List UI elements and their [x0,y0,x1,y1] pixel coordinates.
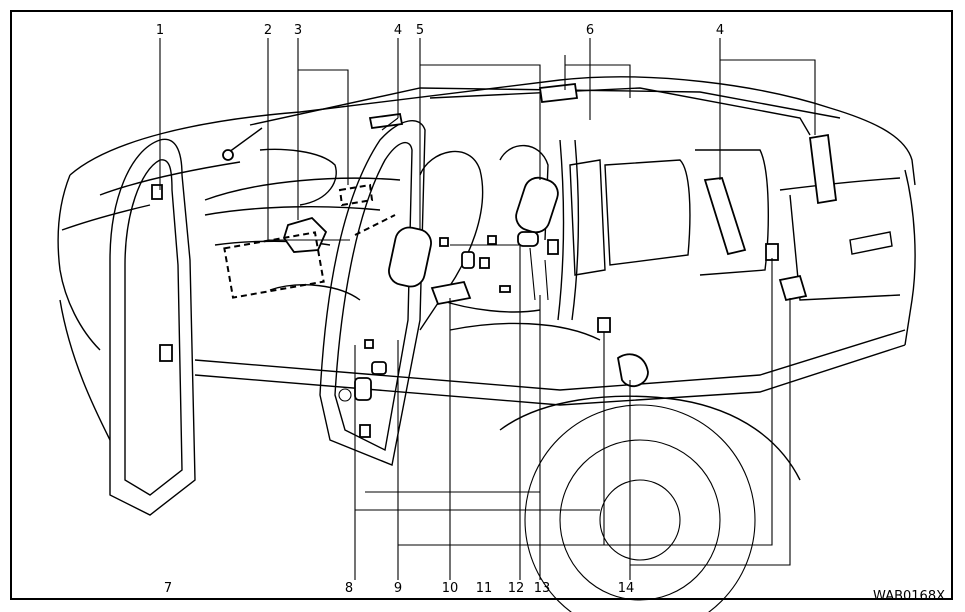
airbag-components [222,83,837,438]
callout-4-left: 4 [394,23,402,38]
diagram-frame [10,10,953,600]
callout-labels: 1 2 3 4 5 6 4 7 8 9 10 11 12 13 14 WAB01… [156,23,945,604]
callout-9: 9 [394,581,402,596]
callout-14: 14 [618,581,635,596]
callout-7: 7 [164,581,172,596]
callout-11: 11 [476,581,493,596]
front-door-left [109,138,196,516]
callout-5: 5 [416,23,424,38]
callout-4-right: 4 [716,23,724,38]
leader-lines [159,38,816,580]
callout-10: 10 [442,581,459,596]
callout-8: 8 [345,581,353,596]
callout-3: 3 [294,23,302,38]
callout-1: 1 [156,23,164,38]
callout-2: 2 [264,23,272,38]
front-door-right [319,120,426,466]
vehicle-body [57,76,916,612]
callout-13: 13 [534,581,551,596]
callout-6: 6 [586,23,594,38]
callout-12: 12 [508,581,525,596]
figure-code: WAB0168X [873,589,945,604]
